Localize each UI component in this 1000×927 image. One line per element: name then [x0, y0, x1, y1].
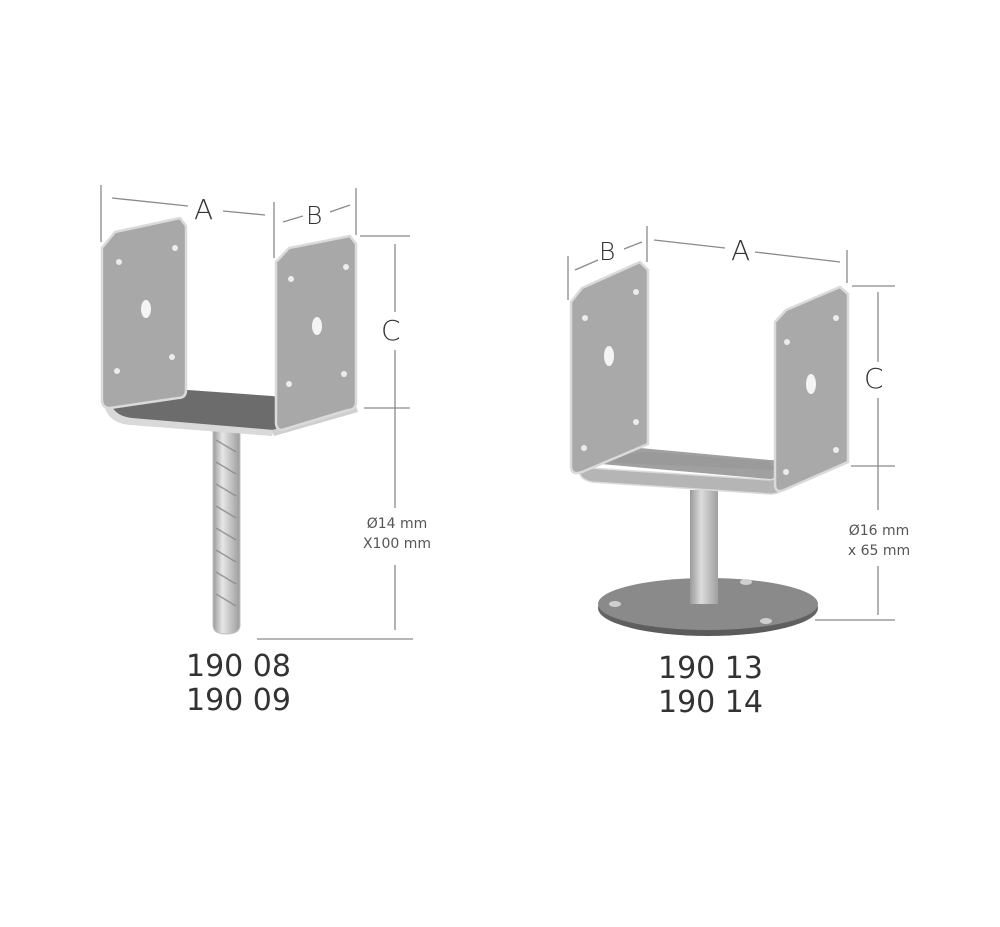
dimension-a-label-right: A: [731, 234, 751, 267]
rebar-anchor: [212, 421, 241, 635]
dimension-c-label-right: C: [864, 362, 884, 395]
right-side-plate: [274, 234, 358, 432]
anchor-spec-right: Ø16 mm x 65 mm: [834, 521, 924, 561]
dimension-b-label-right: B: [599, 237, 616, 266]
anchor-spec-line2: x 65 mm: [847, 543, 911, 559]
dimension-lines-left: [100, 185, 413, 640]
left-side-plate-right-product: [569, 260, 650, 475]
product-code: 190 08: [186, 649, 291, 684]
product-codes-right: 190 13 190 14: [658, 652, 763, 720]
dimension-b-label-left: B: [306, 201, 323, 230]
anchor-spec-line2: X100 mm: [362, 536, 432, 552]
product-code: 190 13: [658, 651, 763, 686]
anchor-spec-left: Ø14 mm X100 mm: [352, 514, 442, 554]
product-codes-left: 190 08 190 09: [186, 650, 291, 718]
right-side-plate-right-product: [773, 285, 850, 493]
u-bracket-right-product: [567, 226, 895, 636]
dimension-a-label-left: A: [194, 193, 214, 226]
product-code: 190 14: [658, 685, 763, 720]
round-post: [690, 490, 718, 604]
anchor-spec-line1: Ø14 mm: [366, 516, 428, 532]
anchor-spec-line1: Ø16 mm: [848, 523, 910, 539]
u-bracket-left-product: [100, 185, 413, 640]
dimension-lines-right: [567, 226, 895, 621]
product-code: 190 09: [186, 683, 291, 718]
left-side-plate: [100, 216, 188, 410]
dimension-c-label-left: C: [381, 314, 401, 347]
